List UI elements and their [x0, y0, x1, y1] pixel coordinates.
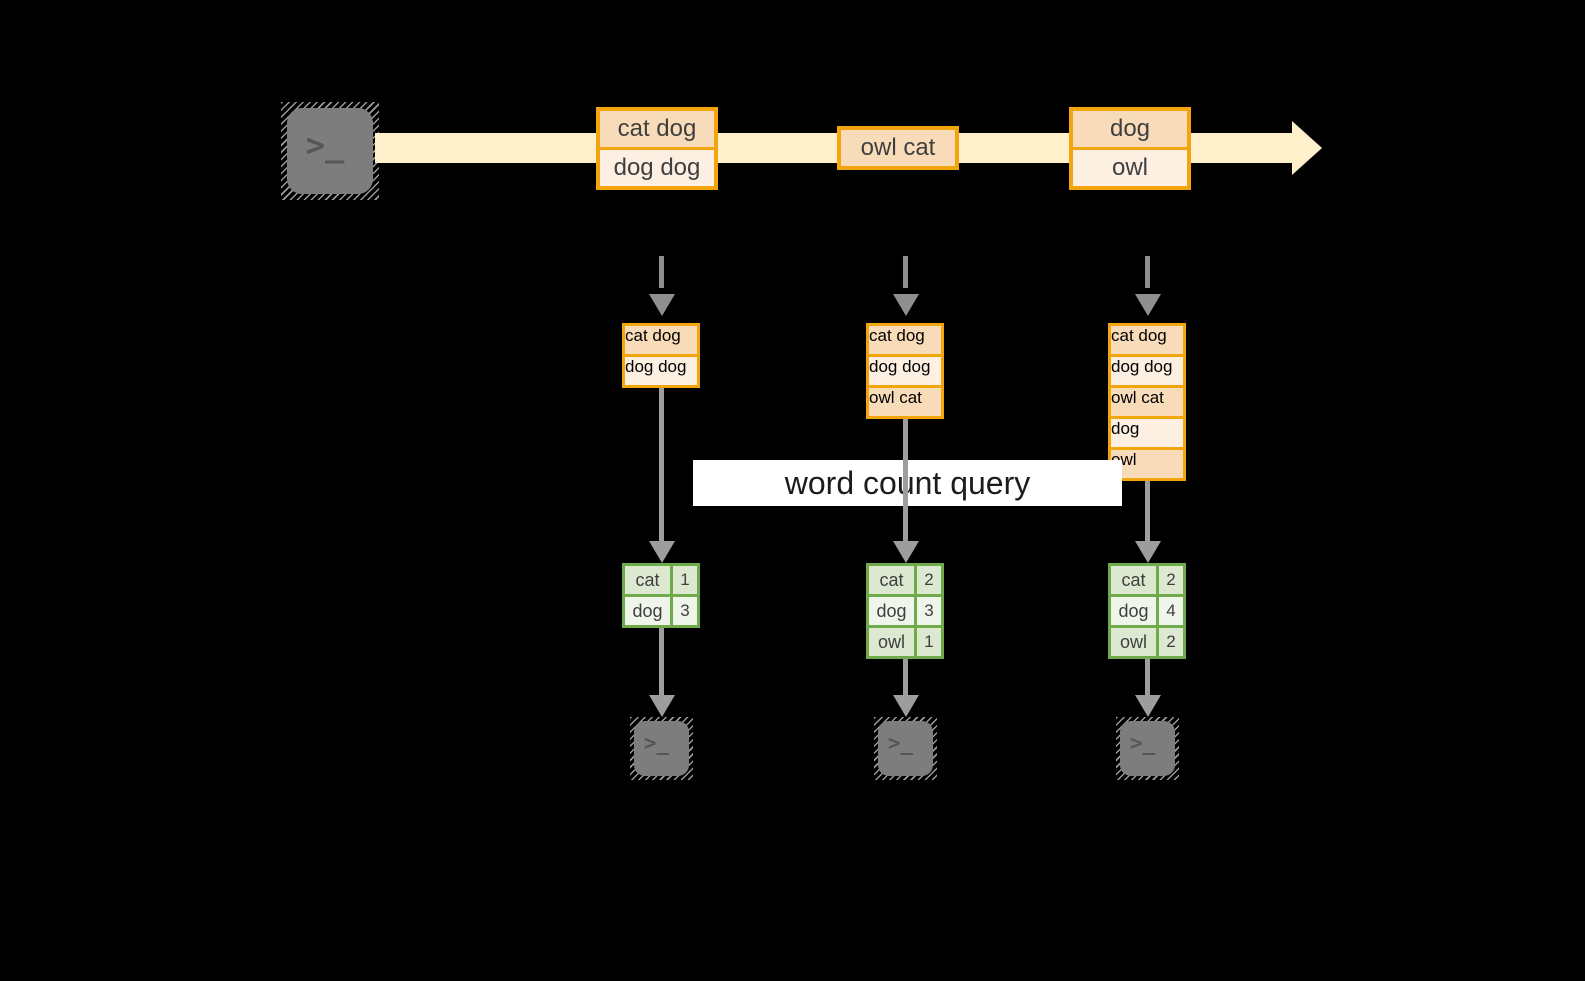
- result-table-2: cat 2 dog 3 owl 1: [866, 563, 944, 659]
- result-row: owl 1: [869, 625, 941, 656]
- terminal-screen: >_: [634, 721, 689, 776]
- input-table-1: cat dog dog dog: [622, 323, 700, 388]
- count-word-cell: cat: [879, 569, 904, 590]
- arrow-down-icon: [648, 388, 675, 563]
- arrow-down-icon: [648, 628, 675, 717]
- stream-batch-2: owl cat: [837, 126, 959, 170]
- input-line-cell: cat dog: [625, 326, 697, 354]
- dashed-arrow-down-icon: [648, 256, 675, 316]
- count-word-cell: dog: [632, 600, 663, 621]
- count-value-cell: 3: [914, 597, 941, 625]
- result-row: cat 2: [1111, 566, 1183, 594]
- count-word-cell: owl: [1119, 631, 1147, 652]
- input-line-cell: dog: [1111, 416, 1183, 447]
- count-word-cell: dog: [1118, 600, 1149, 621]
- dashed-arrow-down-icon: [1134, 256, 1161, 316]
- terminal-icon: >_: [1116, 717, 1179, 780]
- count-value-cell: 4: [1156, 597, 1183, 625]
- input-table-2: cat dog dog dog owl cat: [866, 323, 944, 419]
- dashed-arrow-down-icon: [892, 256, 919, 316]
- input-line-cell: owl cat: [1111, 385, 1183, 416]
- terminal-screen: >_: [1120, 721, 1175, 776]
- count-word-cell: cat: [635, 569, 660, 590]
- result-row: cat 2: [869, 566, 941, 594]
- input-table-3: cat dog dog dog owl cat dog owl: [1108, 323, 1186, 481]
- result-row: dog 4: [1111, 594, 1183, 625]
- input-line-cell: owl cat: [869, 385, 941, 416]
- terminal-prompt-glyph: >_: [1129, 730, 1156, 755]
- input-line-cell: cat dog: [1111, 326, 1183, 354]
- terminal-prompt-glyph: >_: [643, 730, 670, 755]
- input-line-cell: cat dog: [869, 326, 941, 354]
- terminal-screen: >_: [287, 108, 373, 194]
- batch-line: cat dog: [600, 111, 714, 147]
- count-value-cell: 2: [1156, 566, 1183, 594]
- count-word-cell: cat: [1121, 569, 1146, 590]
- arrow-down-icon: [1134, 659, 1161, 717]
- count-value-cell: 3: [670, 597, 697, 625]
- stream-arrowhead-icon: [1292, 121, 1322, 175]
- terminal-icon: >_: [874, 717, 937, 780]
- count-value-cell: 1: [670, 566, 697, 594]
- count-value-cell: 2: [1156, 628, 1183, 656]
- batch-line: dog: [1073, 111, 1187, 147]
- result-row: dog 3: [625, 594, 697, 625]
- count-value-cell: 1: [914, 628, 941, 656]
- arrow-down-icon: [892, 419, 919, 563]
- input-line-cell: dog dog: [625, 354, 697, 385]
- terminal-screen: >_: [878, 721, 933, 776]
- result-row: cat 1: [625, 566, 697, 594]
- arrow-down-icon: [892, 659, 919, 717]
- count-word-cell: dog: [876, 600, 907, 621]
- batch-line: dog dog: [600, 147, 714, 186]
- input-line-cell: dog dog: [869, 354, 941, 385]
- input-line-cell: dog dog: [1111, 354, 1183, 385]
- result-row: owl 2: [1111, 625, 1183, 656]
- terminal-icon: >_: [630, 717, 693, 780]
- terminal-prompt-glyph: >_: [887, 730, 914, 755]
- count-word-cell: owl: [877, 631, 905, 652]
- count-value-cell: 2: [914, 566, 941, 594]
- stream-batch-3: dog owl: [1069, 107, 1191, 190]
- terminal-prompt-glyph: >_: [305, 126, 345, 164]
- result-table-3: cat 2 dog 4 owl 2: [1108, 563, 1186, 659]
- batch-line: owl: [1073, 147, 1187, 186]
- stream-batch-1: cat dog dog dog: [596, 107, 718, 190]
- result-table-1: cat 1 dog 3: [622, 563, 700, 628]
- terminal-icon: >_: [281, 102, 379, 200]
- arrow-down-icon: [1134, 481, 1161, 563]
- batch-line: owl cat: [841, 130, 955, 166]
- result-row: dog 3: [869, 594, 941, 625]
